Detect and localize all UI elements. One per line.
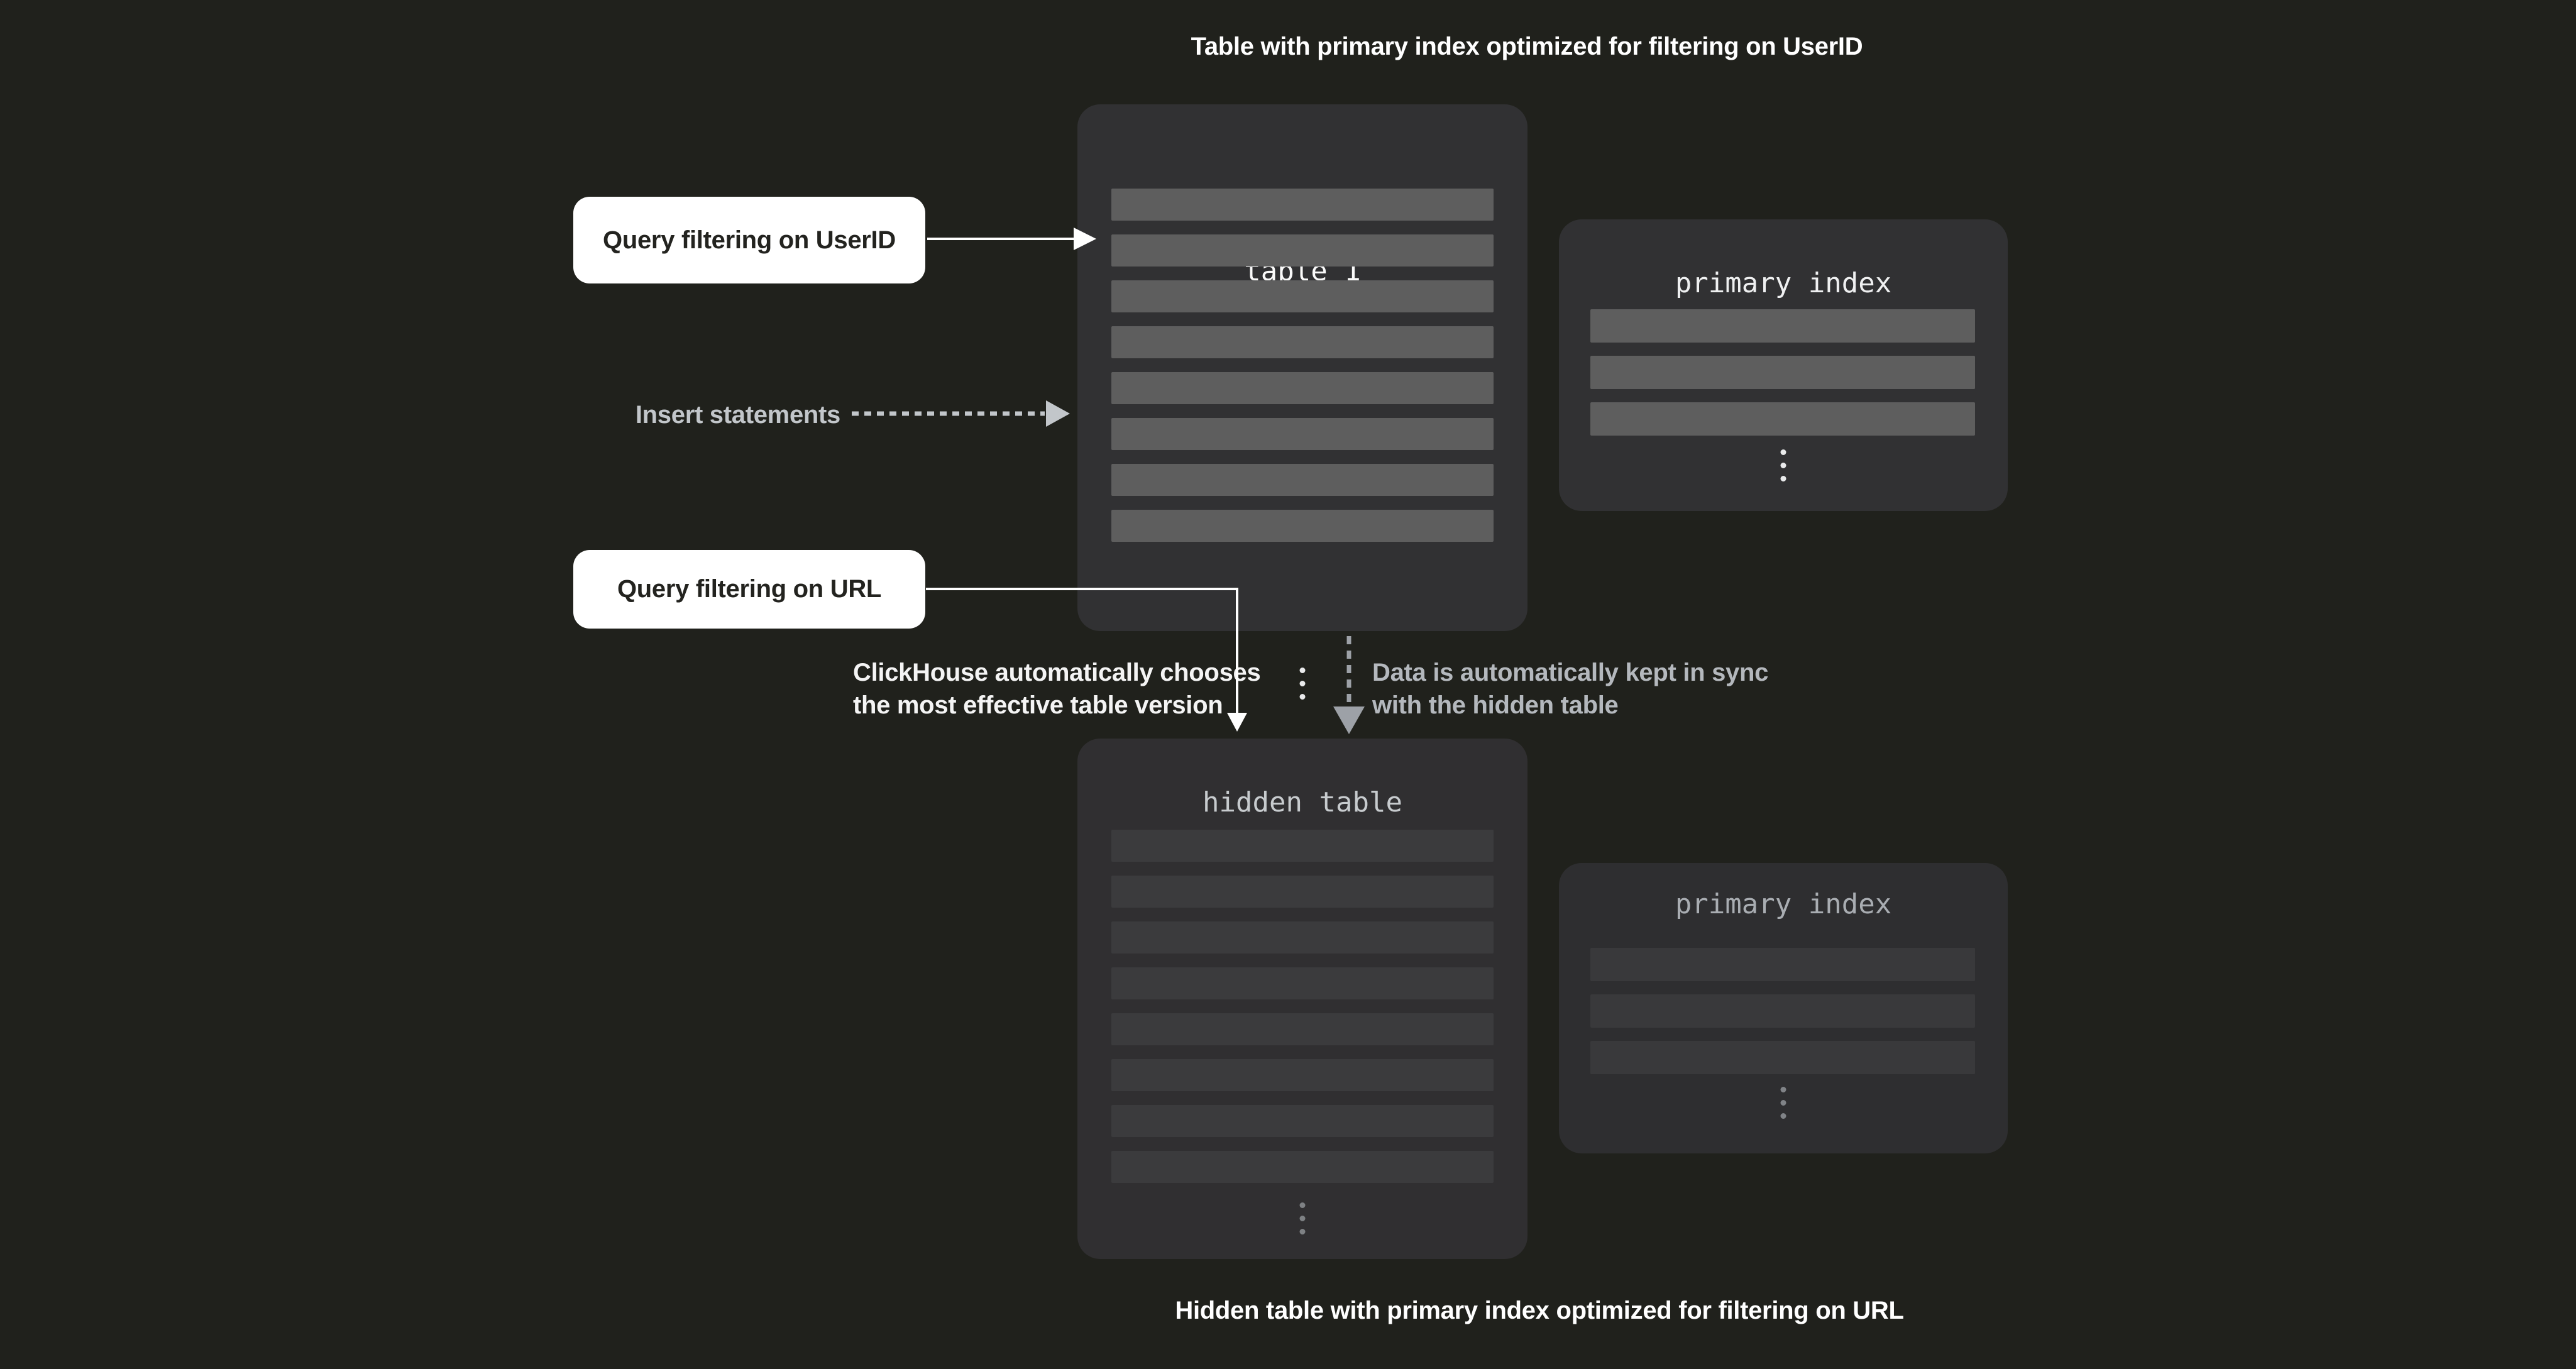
table-row-bar — [1111, 1013, 1494, 1045]
hidden-table-rows — [1111, 830, 1494, 1183]
table-row-bar — [1590, 402, 1975, 436]
primary-index-bottom-title: primary index — [1675, 888, 1892, 920]
data-sync-arrow — [1333, 636, 1365, 734]
table-row-bar — [1111, 510, 1494, 542]
vertical-ellipsis-icon — [1299, 668, 1306, 700]
clickhouse-chooses-label: ClickHouse automatically chooses the mos… — [853, 656, 1261, 722]
table-row-bar — [1111, 921, 1494, 954]
clickhouse-chooses-line1: ClickHouse automatically chooses — [853, 659, 1261, 686]
caption-top: Table with primary index optimized for f… — [1191, 33, 1863, 60]
clickhouse-chooses-line2: the most effective table version — [853, 691, 1223, 719]
table-row-bar — [1111, 1105, 1494, 1137]
table-row-bar — [1111, 280, 1494, 312]
data-sync-line1: Data is automatically kept in sync — [1372, 659, 1769, 686]
table-row-bar — [1111, 967, 1494, 999]
vertical-ellipsis-icon — [1780, 1087, 1786, 1119]
caption-bottom: Hidden table with primary index optimize… — [1175, 1297, 1904, 1324]
primary-index-bottom-panel: primary index — [1559, 863, 2008, 1153]
primary-index-bottom-rows — [1590, 948, 1975, 1074]
query-filtering-userid-label: Query filtering on UserID — [573, 197, 925, 283]
table-row-bar — [1111, 464, 1494, 496]
insert-statements-label: Insert statements — [635, 401, 840, 429]
table-row-bar — [1111, 830, 1494, 862]
table-row-bar — [1111, 372, 1494, 404]
insert-statements-arrow — [852, 400, 1070, 427]
query-filtering-url-label: Query filtering on URL — [573, 550, 925, 629]
table-row-bar — [1111, 189, 1494, 221]
primary-index-top-panel: primary index — [1559, 219, 2008, 511]
table-row-bar — [1590, 948, 1975, 981]
table-row-bar — [1590, 994, 1975, 1028]
table-row-bar — [1590, 356, 1975, 389]
table-row-bar — [1111, 1151, 1494, 1183]
hidden-table-panel: hidden table — [1077, 739, 1527, 1259]
table-row-bar — [1111, 326, 1494, 358]
data-sync-label: Data is automatically kept in sync with … — [1372, 656, 1768, 722]
table-row-bar — [1111, 876, 1494, 908]
vertical-ellipsis-icon — [1780, 449, 1786, 481]
data-sync-line2: with the hidden table — [1372, 691, 1619, 719]
table-row-bar — [1111, 1059, 1494, 1091]
table-row-bar — [1111, 234, 1494, 267]
primary-index-top-rows — [1590, 309, 1975, 436]
primary-index-top-title: primary index — [1675, 267, 1892, 299]
table1-rows — [1111, 189, 1494, 542]
table-row-bar — [1590, 1041, 1975, 1074]
hidden-table-title: hidden table — [1203, 786, 1402, 818]
table1-panel: table 1 — [1077, 104, 1527, 700]
vertical-ellipsis-icon — [1299, 1202, 1306, 1234]
table-row-bar — [1590, 309, 1975, 343]
table-row-bar — [1111, 418, 1494, 450]
userid-query-arrow — [927, 228, 1096, 250]
